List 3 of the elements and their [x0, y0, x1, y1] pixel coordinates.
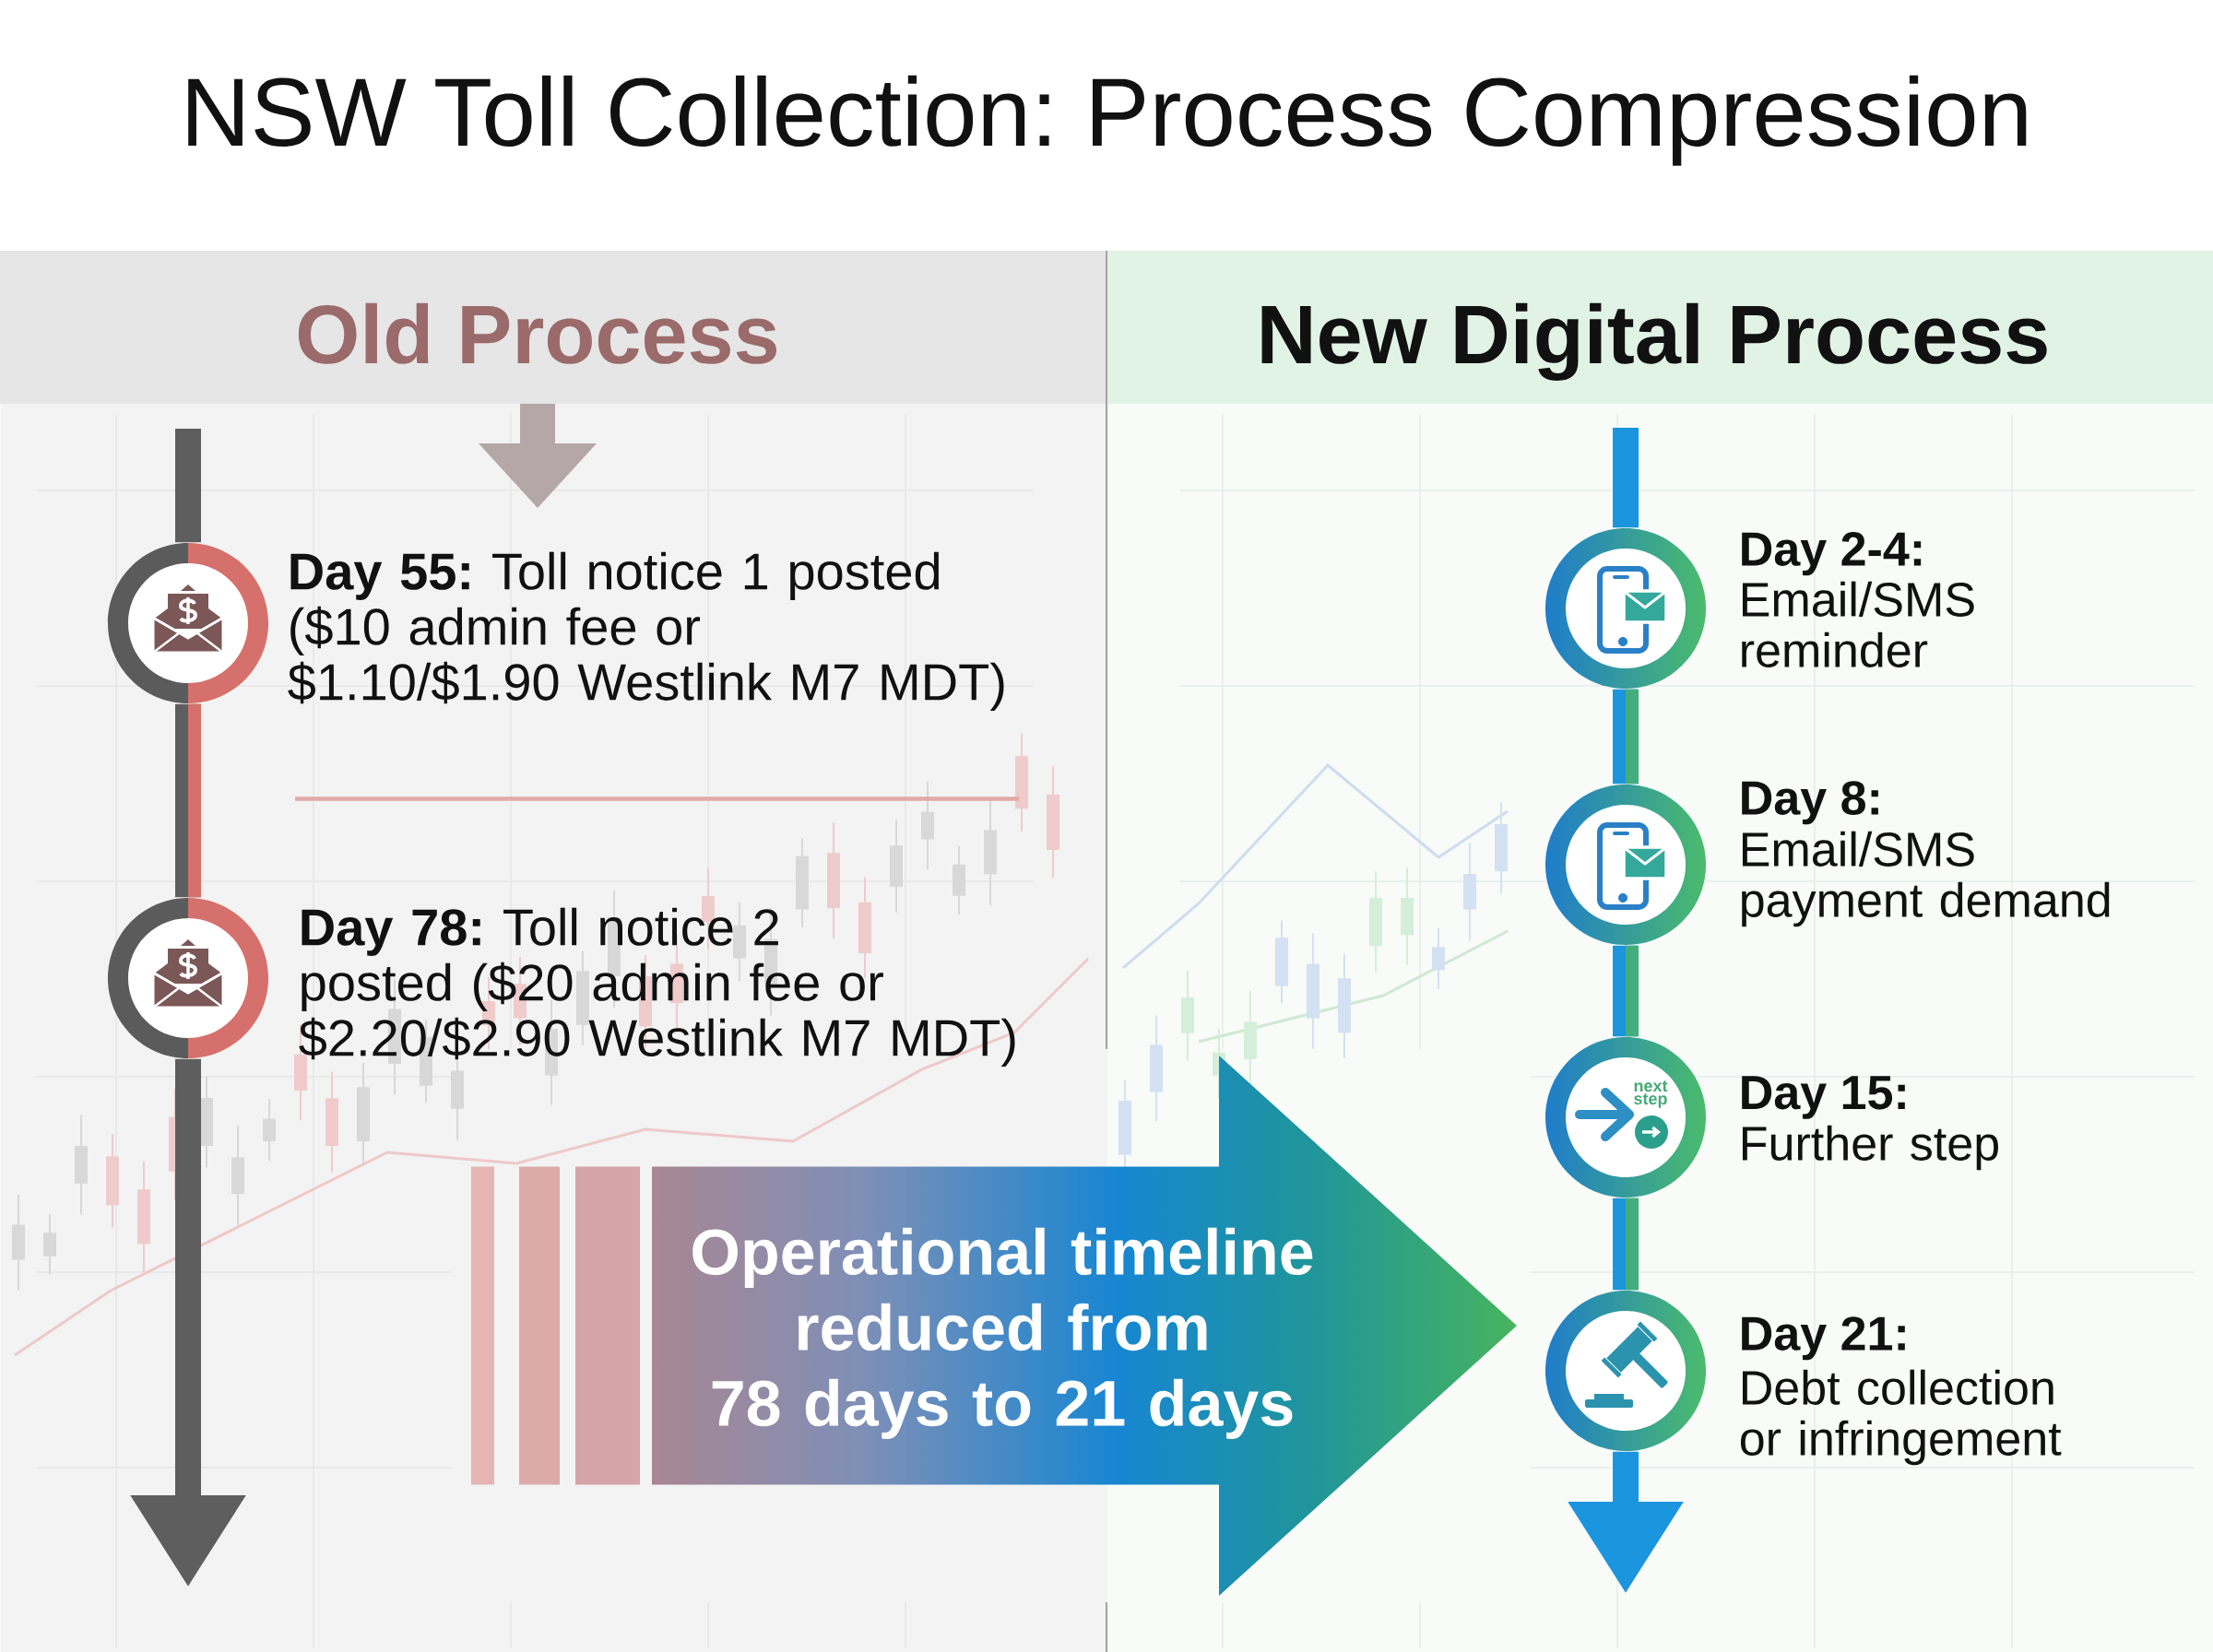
title: NSW Toll Collection: Process Compression	[188, 75, 2027, 166]
panel-header: New Digital Process	[1106, 250, 2213, 404]
panel-header: Old Process	[0, 250, 1106, 404]
